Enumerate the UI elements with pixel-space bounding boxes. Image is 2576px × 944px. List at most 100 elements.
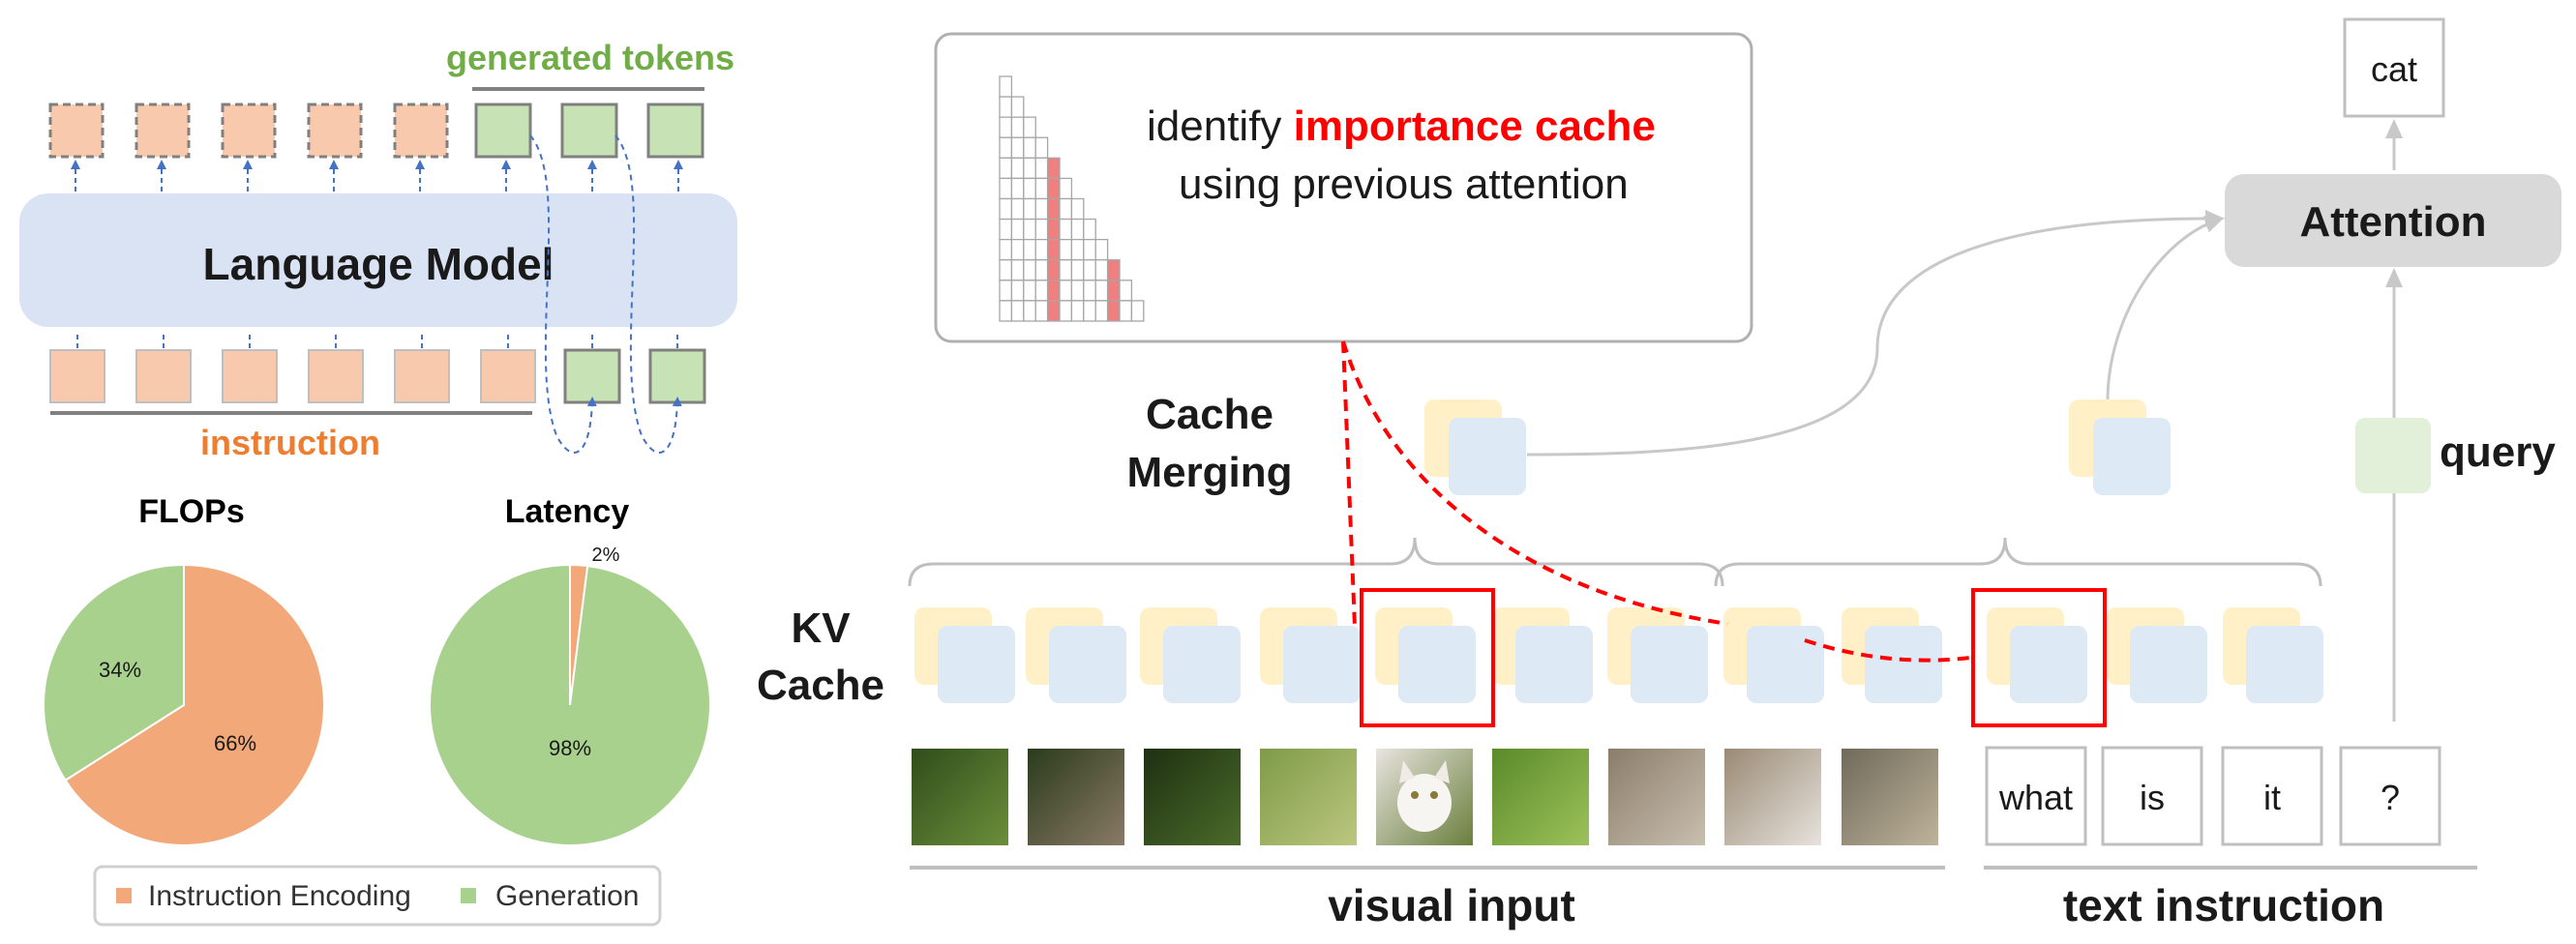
input-token-instruction xyxy=(480,349,536,403)
visual-cache-brace xyxy=(908,537,1724,587)
input-token-instruction xyxy=(49,349,105,403)
pie-data-label: 66% xyxy=(214,731,256,755)
importance-line-to-text-cont xyxy=(1804,638,1971,663)
output-token-box xyxy=(2343,17,2445,118)
kv-cache-line1: KV xyxy=(791,605,851,652)
pie-data-label: 2% xyxy=(592,545,620,566)
attention-cell xyxy=(999,75,1013,98)
attention-cell xyxy=(1083,259,1096,281)
attention-cell xyxy=(1046,218,1061,241)
pie-data-label: 34% xyxy=(99,658,141,682)
attention-cell xyxy=(1119,300,1133,322)
attention-cell xyxy=(1023,177,1036,200)
attention-cell xyxy=(1059,280,1073,302)
visual-patch-3 xyxy=(1144,749,1241,845)
attention-cell xyxy=(999,136,1013,159)
pie-slice-generation xyxy=(429,563,711,846)
attention-cell xyxy=(1130,300,1145,322)
value-cache xyxy=(1515,626,1593,703)
output-token-instruction xyxy=(48,103,105,159)
importance-text-line2: using previous attention xyxy=(1179,161,1629,208)
latency-title: Latency xyxy=(505,493,630,530)
attention-cell xyxy=(1010,218,1025,241)
visual-patch-4 xyxy=(1260,749,1357,845)
attention-cell xyxy=(1070,300,1085,322)
attention-cell xyxy=(1010,197,1025,221)
cat-ears xyxy=(1399,760,1450,783)
attention-box xyxy=(2225,174,2561,267)
left-panel: generated tokens Language Model instruct… xyxy=(19,38,737,927)
input-token-instruction xyxy=(308,349,364,403)
attention-cell xyxy=(1070,197,1085,221)
important-cache-highlight-text xyxy=(1971,588,2107,727)
visual-patch-1 xyxy=(912,749,1008,845)
attention-cell xyxy=(1023,116,1036,138)
value-cache xyxy=(1398,626,1476,703)
autoregressive-arrow-2 xyxy=(614,134,682,454)
attention-cell xyxy=(1083,300,1096,322)
attention-cell xyxy=(1023,300,1036,322)
attention-cell xyxy=(1023,136,1036,159)
attention-cell xyxy=(999,177,1013,200)
attention-cell xyxy=(999,300,1013,322)
attention-cell xyxy=(1083,218,1096,241)
attention-cell xyxy=(999,116,1013,138)
text-token-box xyxy=(2101,746,2203,846)
importance-prefix: identify xyxy=(1147,103,1294,150)
attention-cell xyxy=(1059,238,1073,261)
visual-input-row xyxy=(912,749,1938,845)
value-cache xyxy=(1283,626,1361,703)
legend-label-instruction: Instruction Encoding xyxy=(148,880,411,912)
visual-patch-8 xyxy=(1724,749,1821,845)
attention-cell xyxy=(999,259,1013,281)
input-token-generated xyxy=(648,348,706,404)
value-cache xyxy=(1865,626,1942,703)
legend-label-generation: Generation xyxy=(495,880,639,912)
merged-value-cache-visual xyxy=(1449,418,1526,495)
attention-cell xyxy=(1034,177,1049,200)
visual-patch-6 xyxy=(1492,749,1589,845)
output-token-row xyxy=(48,103,704,192)
cat-face-shape xyxy=(1397,774,1452,832)
attention-label: Attention xyxy=(2299,198,2486,246)
attention-cell xyxy=(1070,280,1085,302)
attention-cell xyxy=(1010,116,1025,138)
importance-line-to-text xyxy=(1341,340,1728,626)
input-token-generated xyxy=(563,348,621,404)
attention-cell xyxy=(1034,300,1049,322)
right-panel: identify importance cache using previous… xyxy=(757,17,2561,930)
text-token-box xyxy=(2221,746,2323,846)
visual-patch-2 xyxy=(1028,749,1124,845)
attention-cell xyxy=(1083,280,1096,302)
attention-cell xyxy=(1034,218,1049,241)
attention-cell xyxy=(1046,197,1061,221)
autoregressive-arrow-1 xyxy=(529,134,597,454)
text-token-box xyxy=(2339,746,2441,846)
output-token-generated xyxy=(560,103,618,159)
attention-cell xyxy=(1010,96,1025,118)
important-cache-highlight-visual xyxy=(1360,588,1495,727)
visual-patch-9 xyxy=(1842,749,1938,845)
input-token-instruction xyxy=(135,349,192,403)
attention-cell xyxy=(1034,238,1049,261)
output-token-cat: cat xyxy=(2371,49,2417,89)
attention-cell xyxy=(1094,300,1109,322)
attention-cell xyxy=(1023,157,1036,180)
input-token-row xyxy=(49,333,706,404)
attention-cell xyxy=(1106,300,1121,322)
output-token-instruction xyxy=(307,103,363,159)
output-token-instruction xyxy=(221,103,277,159)
attention-cell xyxy=(1106,280,1121,302)
attention-cell xyxy=(1046,259,1061,281)
importance-highlight: importance cache xyxy=(1294,103,1656,150)
text-cache-to-attention-arrow xyxy=(2106,216,2225,402)
text-token-label: is xyxy=(2140,778,2165,817)
value-cache xyxy=(938,626,1015,703)
visual-patch-7 xyxy=(1608,749,1705,845)
input-token-instruction xyxy=(394,349,450,403)
text-token-label: what xyxy=(1998,778,2073,817)
value-cache xyxy=(2010,626,2087,703)
attention-cell xyxy=(999,96,1013,118)
attention-cell xyxy=(1010,280,1025,302)
